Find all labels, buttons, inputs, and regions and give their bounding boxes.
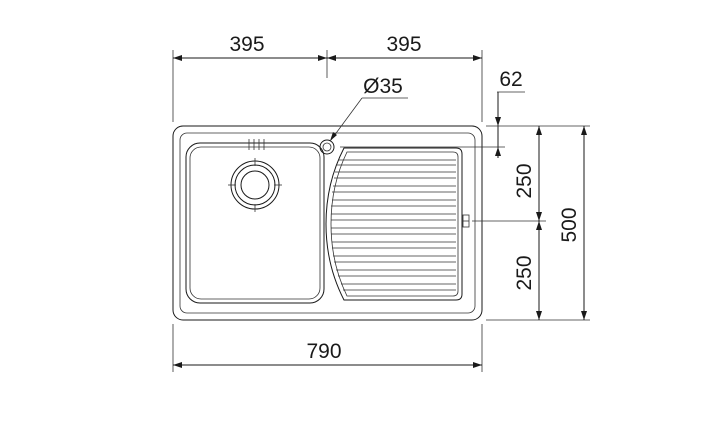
dim-drain-diameter: Ø35	[363, 75, 403, 98]
dim-upper-half: 250	[513, 163, 536, 198]
drainer-grooves	[331, 159, 456, 291]
tap-hole	[319, 139, 335, 155]
sink-outline	[172, 125, 483, 321]
diameter-callout: Ø35	[330, 75, 408, 141]
dim-tap-offset: 62	[499, 68, 522, 91]
sink-bowl	[185, 139, 325, 304]
right-dimensions: 250 500 250	[472, 125, 590, 321]
dim-total-width: 790	[306, 340, 341, 363]
dim-left-half: 395	[229, 33, 264, 56]
dim-lower-half: 250	[513, 255, 536, 290]
dim-total-height: 500	[558, 207, 581, 242]
drainer-board	[325, 147, 470, 301]
top-dimension: 395 395	[172, 33, 483, 122]
tap-offset-dimension: 62	[340, 68, 525, 158]
dim-right-half: 395	[386, 33, 421, 56]
bottom-dimension: 790	[172, 324, 483, 372]
bowl-drain	[228, 158, 282, 212]
